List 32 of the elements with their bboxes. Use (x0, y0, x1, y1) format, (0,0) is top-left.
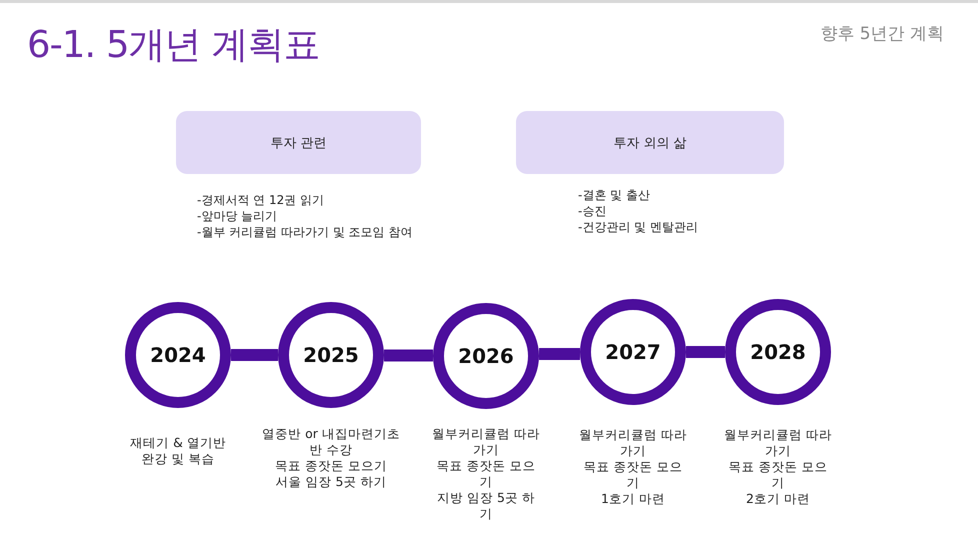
connector-bar (384, 350, 433, 362)
milestone-text: 월부커리큘럼 따라가기 (723, 427, 833, 459)
milestone-text: 1호기 마련 (600, 491, 666, 507)
milestone-text: 목표 종잣돈 모으기 (582, 459, 684, 491)
bullet-item: -월부 커리큘럼 따라가기 및 조모임 참여 (197, 224, 412, 240)
milestone-text: 지방 임장 5곳 하기 (436, 490, 536, 522)
bullet-item: -결혼 및 출산 (578, 187, 650, 203)
milestone-text: 서울 임장 5곳 하기 (274, 474, 388, 490)
year-circle: 2027 (580, 299, 686, 405)
category-box: 투자 관련 (176, 111, 421, 174)
connector-bar (231, 349, 278, 361)
milestone-text: 재테기 & 열기반 완강 및 복습 (129, 435, 227, 467)
year-circle: 2026 (433, 303, 539, 409)
subtitle: 향후 5년간 계획 (820, 23, 944, 45)
bullet-item: -승진 (578, 203, 606, 219)
bullet-item: -경제서적 연 12권 읽기 (197, 192, 324, 208)
milestone-text: 월부커리큘럼 따라가기 (431, 426, 541, 458)
title: 6-1. 5개년 계획표 (27, 22, 320, 68)
connector-bar (686, 346, 725, 358)
milestone-text: 목표 종잣돈 모으기 (274, 458, 388, 474)
milestone-text: 월부커리큘럼 따라가기 (578, 427, 688, 459)
milestone-text: 목표 종잣돈 모으기 (728, 459, 828, 491)
year-circle: 2028 (725, 299, 831, 405)
category-box: 투자 외의 삶 (516, 111, 784, 174)
milestone-text: 목표 종잣돈 모으기 (436, 458, 536, 490)
bullet-item: -건강관리 및 멘탈관리 (578, 219, 698, 235)
bullet-item: -앞마당 늘리기 (197, 208, 278, 224)
milestone-text: 열중반 or 내집마련기초반 수강 (261, 426, 401, 458)
connector-bar (539, 348, 580, 360)
year-circle: 2025 (278, 302, 384, 408)
milestone-text: 2호기 마련 (745, 491, 811, 507)
year-circle: 2024 (125, 302, 231, 408)
